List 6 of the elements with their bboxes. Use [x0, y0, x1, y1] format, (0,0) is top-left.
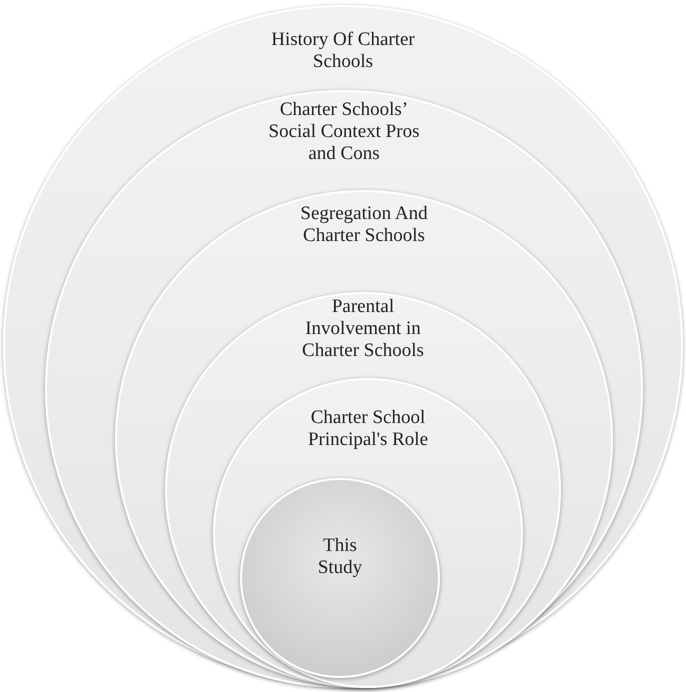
circle-label: Parental Involvement in Charter Schools	[301, 296, 425, 362]
circle-label: History Of Charter Schools	[270, 29, 416, 73]
circle-label: This Study	[316, 535, 364, 579]
circle-label: Charter Schools’ Social Context Pros and Cons	[268, 99, 420, 165]
circle-label: Segregation And Charter Schools	[299, 203, 429, 247]
circle-label: Charter School Principal's Role	[306, 407, 430, 451]
